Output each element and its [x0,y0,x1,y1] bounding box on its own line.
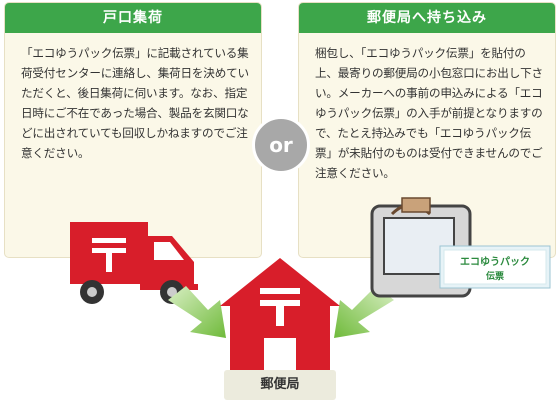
card-dropoff-text: 梱包し、「エコゆうパック伝票」を貼付の上、最寄りの郵便局の小包窓口にお出し下さい… [315,46,543,180]
card-pickup-text: 「エコゆうパック伝票」に記載されている集荷受付センターに連絡し、集荷日を決めてい… [21,46,249,160]
card-dropoff-title: 郵便局へ持ち込み [299,3,555,33]
arrow-icon [168,286,226,338]
post-office-icon [220,258,340,372]
or-connector: or [252,116,310,174]
card-pickup-title: 戸口集荷 [5,3,261,33]
card-pickup: 戸口集荷 「エコゆうパック伝票」に記載されている集荷受付センターに連絡し、集荷日… [4,2,262,258]
postal-truck-icon [70,222,198,304]
arrow-icon [334,286,394,338]
destination-label: 郵便局 [224,370,336,400]
package-icon [370,197,551,298]
ticket-line-1: エコゆうパック [460,256,530,268]
ticket-line-2: 伝票 [486,270,504,282]
